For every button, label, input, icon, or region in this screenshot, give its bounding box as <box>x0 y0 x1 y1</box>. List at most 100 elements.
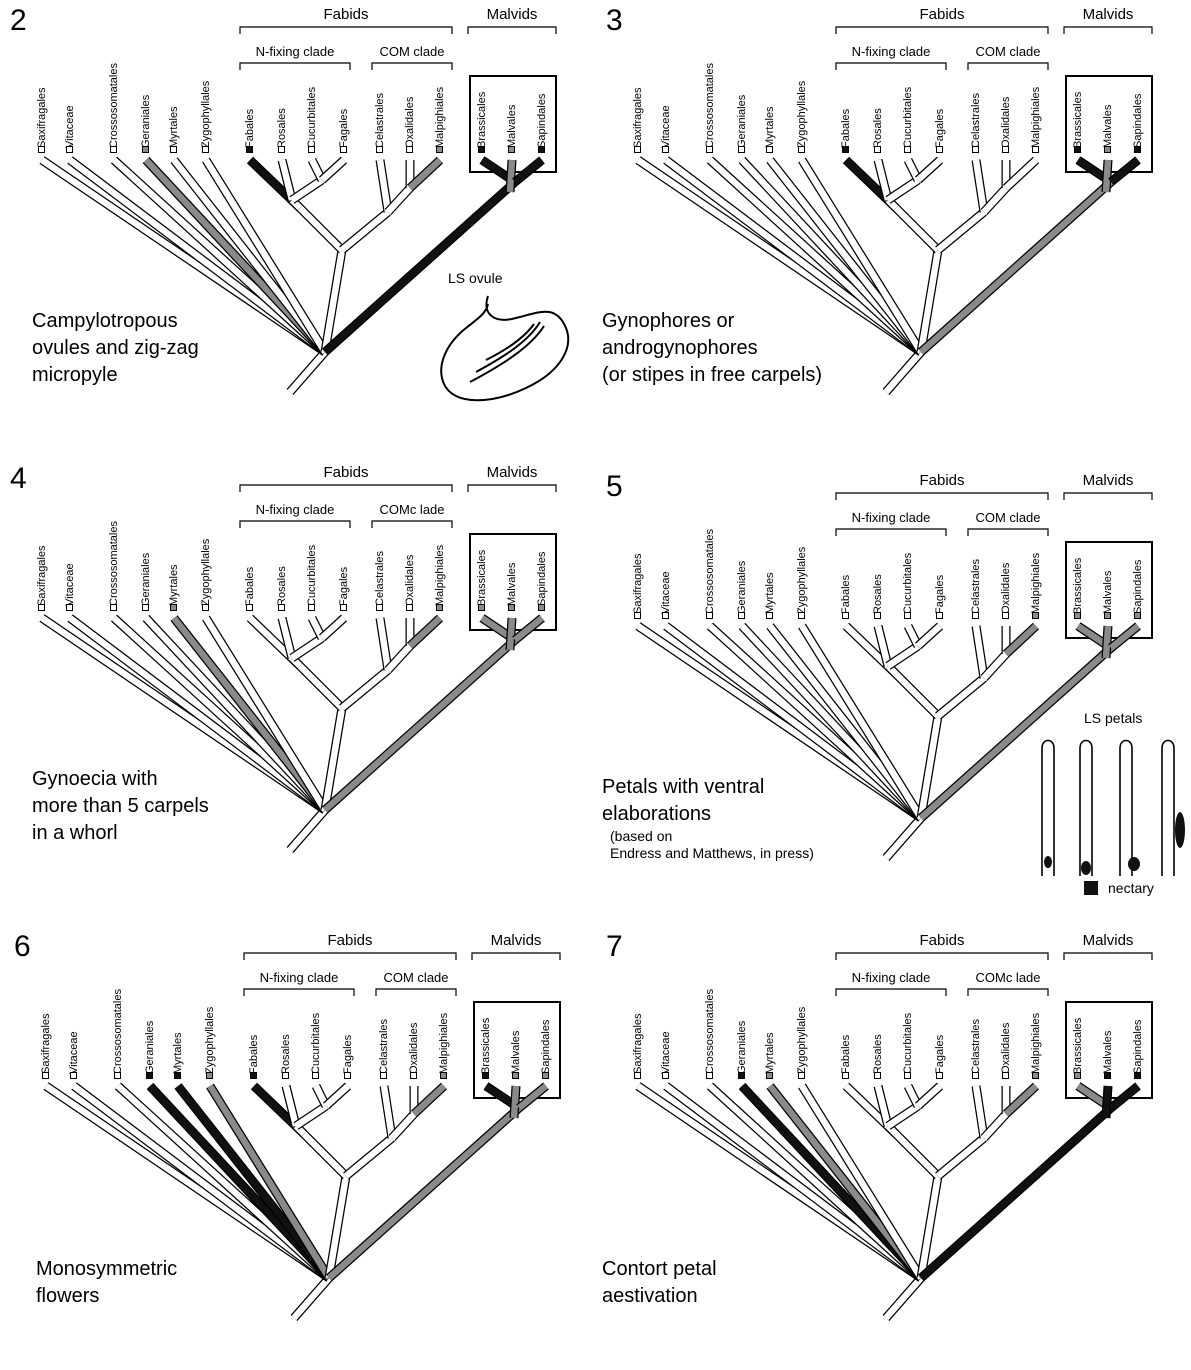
malvids-label: Malvids <box>486 6 538 23</box>
fabids-stem-fill <box>917 1175 942 1279</box>
fabids-label: Fabids <box>919 932 965 949</box>
com-clade-label: COM clade <box>383 970 449 985</box>
petal-outline <box>1041 739 1055 876</box>
branch-vitaceae-fill <box>664 1083 923 1281</box>
taxon-label: Myrtales <box>764 106 776 148</box>
malvids-label: Malvids <box>1082 472 1134 489</box>
character-state-box <box>904 612 911 619</box>
fabids-label: Fabids <box>919 6 965 23</box>
taxon-label: Malpighiales <box>1030 86 1042 148</box>
character-state-box <box>1074 1072 1081 1079</box>
taxon-label: Vitaceae <box>660 1031 672 1074</box>
taxon-label: Malvales <box>1102 1030 1114 1074</box>
taxon-label: Fagales <box>934 574 946 614</box>
taxon-label: Myrtales <box>764 572 776 614</box>
character-state-box <box>1104 146 1111 153</box>
fabids-bracket <box>835 492 1049 500</box>
taxon-label: Sapindales <box>1132 93 1144 148</box>
phylogeny-tree <box>635 952 1153 1321</box>
character-state-box <box>936 146 943 153</box>
nfixing-clade-label: N-fixing clade <box>851 510 931 525</box>
malvids-bracket <box>471 952 561 960</box>
character-state-box <box>1032 1072 1039 1079</box>
character-state-box <box>344 1072 351 1079</box>
taxon-label: Fabales <box>244 566 256 606</box>
taxon-label: Crossosomatales <box>112 989 124 1074</box>
branch-malvales-fill <box>506 617 516 651</box>
character-state-box <box>972 146 979 153</box>
taxon-label: Oxalidales <box>404 96 416 148</box>
root-branch-fill <box>287 807 328 853</box>
character-state-box <box>542 1072 549 1079</box>
character-state-box <box>376 146 383 153</box>
malvids-label: Malvids <box>1082 6 1134 23</box>
com-clade-label: COMc lade <box>975 970 1041 985</box>
character-state-box <box>1002 1072 1009 1079</box>
taxon-label: Brassicales <box>480 1017 492 1074</box>
character-state-box <box>66 604 73 611</box>
branch-celastrales-fill <box>972 625 988 679</box>
petal-nectary <box>1081 861 1091 875</box>
node-om-fill <box>389 1111 417 1141</box>
character-state-box <box>250 1072 257 1079</box>
com-bracket <box>371 520 453 528</box>
taxon-label: Fabales <box>840 1034 852 1074</box>
title-line: micropyle <box>32 364 118 386</box>
nectary-legend-label: nectary <box>1108 880 1154 896</box>
character-state-box <box>410 1072 417 1079</box>
taxon-label: Fagales <box>934 108 946 148</box>
taxon-label: Malvales <box>506 562 518 606</box>
malvids-label: Malvids <box>486 464 538 481</box>
character-state-box <box>246 146 253 153</box>
character-state-box <box>246 604 253 611</box>
ovule-drawing <box>440 295 570 402</box>
taxon-label: Crossosomatales <box>108 521 120 606</box>
node-om-fill <box>385 643 413 673</box>
character-state-box <box>38 146 45 153</box>
taxon-label: Myrtales <box>168 106 180 148</box>
title-line: Petals with ventral <box>602 776 765 798</box>
character-state-box <box>798 1072 805 1079</box>
malvids-bracket <box>1063 952 1153 960</box>
branch-rosales-fill <box>874 159 892 201</box>
taxon-label: Geraniales <box>736 560 748 614</box>
branch-rosales-fill <box>874 625 892 667</box>
branch-sapindales-fill <box>512 615 545 643</box>
com-stem-fill <box>339 667 391 711</box>
ls-petals-label: LS petals <box>1084 710 1143 726</box>
malvids-stem-fill <box>918 645 1114 821</box>
nectary-legend-swatch <box>1084 881 1098 895</box>
taxon-label: Malpighiales <box>438 1012 450 1074</box>
taxon-label: Cucurbitales <box>902 552 914 614</box>
taxon-label: Vitaceae <box>68 1031 80 1074</box>
character-state-box <box>874 146 881 153</box>
fabids-bracket <box>239 484 453 492</box>
taxon-label: Cucurbitales <box>310 1012 322 1074</box>
com-bracket <box>375 988 457 996</box>
taxon-label: Rosales <box>872 108 884 148</box>
com-clade-label: COM clade <box>975 510 1041 525</box>
node-cf-fill <box>290 635 324 661</box>
phylogeny-tree <box>43 952 561 1321</box>
character-state-box <box>1074 146 1081 153</box>
panel-number: 2 <box>10 4 27 37</box>
character-state-box <box>278 146 285 153</box>
character-state-box <box>936 1072 943 1079</box>
taxon-label: Geraniales <box>736 94 748 148</box>
character-state-box <box>376 604 383 611</box>
nfixing-bracket <box>835 528 947 536</box>
phylogeny-tree <box>635 26 1153 395</box>
panel-number: 3 <box>606 4 623 37</box>
taxon-label: Zygophyllales <box>796 546 808 614</box>
nfixing-clade-label: N-fixing clade <box>851 44 931 59</box>
title-line: Gynophores or <box>602 310 735 332</box>
character-state-box <box>538 604 545 611</box>
nfixing-bracket <box>243 988 355 996</box>
fabids-label: Fabids <box>919 472 965 489</box>
malvids-label: Malvids <box>490 932 542 949</box>
nfixing-stem-fill <box>301 1131 349 1179</box>
taxon-label: Rosales <box>280 1034 292 1074</box>
